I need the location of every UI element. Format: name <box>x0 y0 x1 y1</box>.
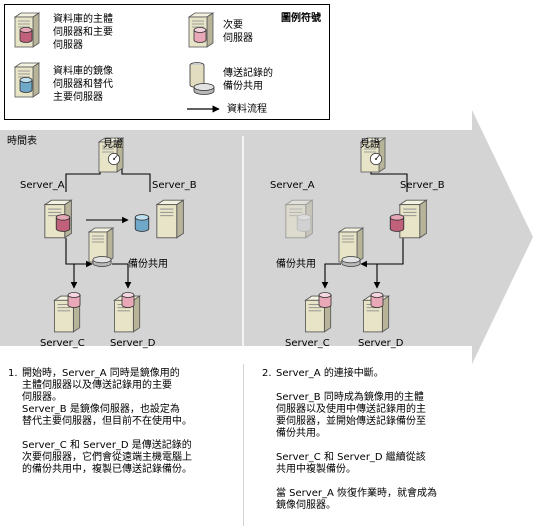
right-diagram <box>285 137 427 333</box>
right-backup-share-label: 備份共用 <box>276 259 316 270</box>
legend-title: 圖例符號 <box>281 13 321 24</box>
right-witness-label: 見證 <box>360 139 380 150</box>
backup-host-icon <box>88 227 114 267</box>
step-1-paragraph: Server_C 和 Server_D 是傳送記錄的 次要伺服器，它們會從遠端主… <box>22 440 192 475</box>
left-server-c-label: Server_C <box>40 338 85 349</box>
server-c-icon <box>304 292 332 333</box>
backup-host-icon <box>338 227 364 267</box>
right-server-b-label: Server_B <box>400 180 445 191</box>
timeline-title: 時間表 <box>7 136 37 147</box>
right-server-d-label: Server_D <box>358 338 404 349</box>
server-b-icon <box>389 199 427 239</box>
step-2-paragraph: 當 Server_A 恢復作業時，就會成為 鏡像伺服器。 <box>276 488 437 511</box>
server-a-offline-icon <box>285 199 313 239</box>
left-server-b-label: Server_B <box>152 180 197 191</box>
step-2-description: 2. Server_A 的連接中斷。 Server_B 同時成為鏡像用的主體 伺… <box>262 368 487 524</box>
backup-share-icon <box>189 62 215 95</box>
right-server-a-label: Server_A <box>270 180 315 191</box>
left-server-d-label: Server_D <box>110 338 156 349</box>
principal-server-icon <box>14 12 40 48</box>
left-backup-share-label: 備份共用 <box>128 259 168 270</box>
legend-label-mirror: 資料庫的鏡像 伺服器和替代 主要伺服器 <box>53 66 113 103</box>
step-1-description: 1. 開始時，Server_A 同時是鏡像用的 主體伺服器以及傳送記錄用的主要 … <box>8 368 238 488</box>
server-d-icon <box>113 292 141 333</box>
server-b-icon <box>134 199 184 239</box>
right-server-c-label: Server_C <box>285 338 330 349</box>
step-1-paragraph: 開始時，Server_A 同時是鏡像用的 主體伺服器以及傳送記錄用的主要 伺服器… <box>22 368 192 427</box>
secondary-server-icon <box>188 12 214 48</box>
server-d-icon <box>362 292 390 333</box>
legend-label-data-flow: 資料流程 <box>227 104 267 115</box>
step-2-paragraph: Server_C 和 Server_D 繼續從該 共用中複製備份。 <box>276 452 426 475</box>
step-2-paragraph: Server_A 的連接中斷。 <box>276 368 384 379</box>
step-2-number: 2. <box>262 368 272 379</box>
left-diagram <box>44 137 184 333</box>
server-a-icon <box>44 199 72 239</box>
left-witness-label: 見證 <box>103 139 123 150</box>
left-server-a-label: Server_A <box>20 180 65 191</box>
description-divider <box>243 364 244 526</box>
step-1-number: 1. <box>8 368 18 379</box>
legend-label-principal: 資料庫的主體 伺服器和主要 伺服器 <box>53 14 113 51</box>
legend-box: 圖例符號 資料庫的主體 伺服器和主要 伺服器 次要 伺服器 資料庫的鏡像 伺服器… <box>4 4 330 120</box>
mirror-server-icon <box>14 62 40 98</box>
data-flow-arrow-icon <box>187 105 220 113</box>
legend-label-backup-share: 傳送記錄的 備份共用 <box>223 68 273 92</box>
server-c-icon <box>53 292 81 333</box>
legend-label-secondary: 次要 伺服器 <box>223 20 253 44</box>
step-2-paragraph: Server_B 同時成為鏡像用的主體 伺服器以及使用中傳送記錄用的主 要伺服器… <box>276 392 426 439</box>
